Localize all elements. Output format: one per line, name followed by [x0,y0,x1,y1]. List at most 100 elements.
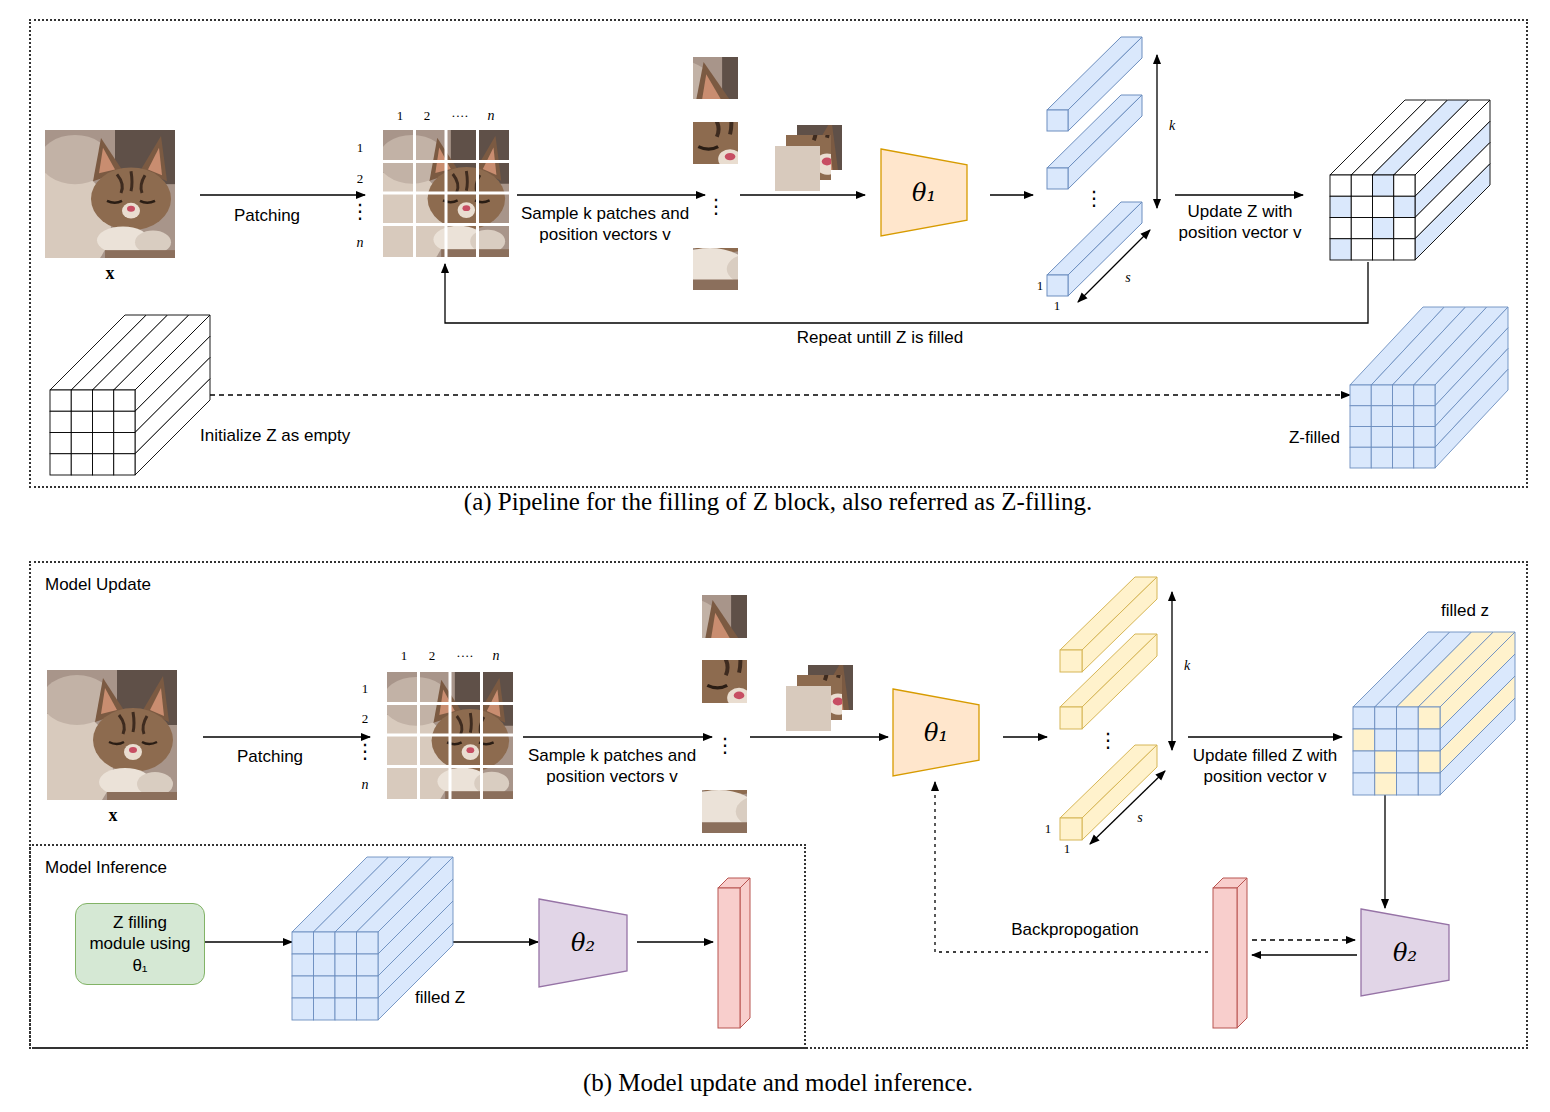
cube-cell [314,998,336,1020]
cube-cell [335,954,357,976]
panel-region: Model InferenceZ filling module using θ₁… [30,845,805,1048]
module-text: Z filling module using θ₁ [84,912,196,976]
module-box: Z filling module using θ₁ [75,903,205,985]
cube-cell [50,411,71,432]
cube-cell [1371,406,1392,427]
step-label: Patching [234,205,300,226]
parameter-symbol: θ₂ [1393,939,1417,967]
step-label: Update filled Z with position vector v [1190,745,1340,788]
index-label: 1 [1037,278,1044,294]
index-label: k [1184,657,1190,675]
cube-cell [114,411,135,432]
cube-cell [357,932,379,954]
connector-arrow [1384,795,1385,908]
index-label: 1 [1054,298,1061,314]
cube-cell [1418,751,1440,773]
cube-cell [1353,729,1375,751]
cube-cell [93,411,114,432]
cube-cell [1394,175,1415,196]
trapezoid-outline [893,689,979,776]
block-side [1082,634,1157,729]
cube-cell [1330,175,1351,196]
step-label: Backpropogation [1011,919,1139,940]
cube-cell [357,976,379,998]
ellipsis-mark: ⋮ [1098,730,1118,750]
block-label: filled z [1441,600,1489,621]
cube-cell [71,433,92,454]
index-label: ···· [456,648,473,664]
block-front [1047,168,1068,189]
cube-cell [1330,196,1351,217]
index-label: k [1169,117,1175,135]
parameter-symbol: θ₂ [571,929,595,957]
block-front [1060,707,1082,729]
block-side [1082,745,1157,840]
block-front [1047,110,1068,131]
output-vector [1213,878,1247,1028]
cube-cell [1350,385,1371,406]
cube-cell [1397,751,1419,773]
cube-cell [1375,707,1397,729]
block-front [1060,650,1082,672]
cube-cell [1353,707,1375,729]
index-label: n [357,234,364,252]
feature-vector [1060,745,1157,840]
ellipsis-mark: ⋮ [706,196,726,216]
step-label: Repeat untill Z is filled [797,327,963,348]
cube-cell [314,976,336,998]
cube-cell [1414,385,1435,406]
index-label: 1 [362,681,369,697]
index-label: n [488,107,495,125]
block-side [1068,202,1142,296]
index-label: s [1137,809,1142,827]
cube-cell [114,433,135,454]
cube-cell [335,932,357,954]
block-front [1213,888,1237,1028]
cube-figure [1350,307,1508,468]
patched-image [354,130,513,819]
cube-cell [1394,239,1415,260]
cube-cell [1351,239,1372,260]
connector-arrow [210,394,1350,395]
cube-cell [50,454,71,475]
cube-cell [292,998,314,1020]
index-label: 2 [357,171,364,187]
parameter-symbol: θ₁ [912,179,936,207]
cube-cell [71,454,92,475]
index-label: s [1125,269,1130,287]
block-label: Initialize Z as empty [200,425,350,446]
cube-cell [1373,218,1394,239]
cube-cell [1351,218,1372,239]
block-side [1068,95,1142,189]
cube-cell [314,954,336,976]
panel-heading: Model Update [45,574,151,595]
index-label: 2 [362,711,369,727]
cube-cell [1351,196,1372,217]
index-label: 2 [429,648,436,664]
cube-side-stripe [135,379,210,475]
cube-cell [1375,751,1397,773]
index-label: 1 [357,140,364,156]
cube-cell [1414,427,1435,448]
index-label: 1 [401,648,408,664]
cube-cell [93,390,114,411]
ellipsis-mark: ⋮ [715,735,735,755]
connector-arrow [453,941,538,942]
input-label: x [106,262,115,285]
cube-cell [1375,773,1397,795]
feature-vector [1047,202,1142,296]
caption: (a) Pipeline for the filling of Z block,… [464,486,1092,517]
cube-cell [1351,175,1372,196]
cube-cell [114,390,135,411]
cube-cell [1353,751,1375,773]
cube-cell [50,433,71,454]
block-label: filled Z [415,987,465,1008]
feature-vector [1047,95,1142,189]
output-vector [718,878,750,1028]
cube-cell [314,932,336,954]
cube-cell [50,390,71,411]
block-front [1047,275,1068,296]
cube-cell [1373,239,1394,260]
step-label: Patching [237,746,303,767]
